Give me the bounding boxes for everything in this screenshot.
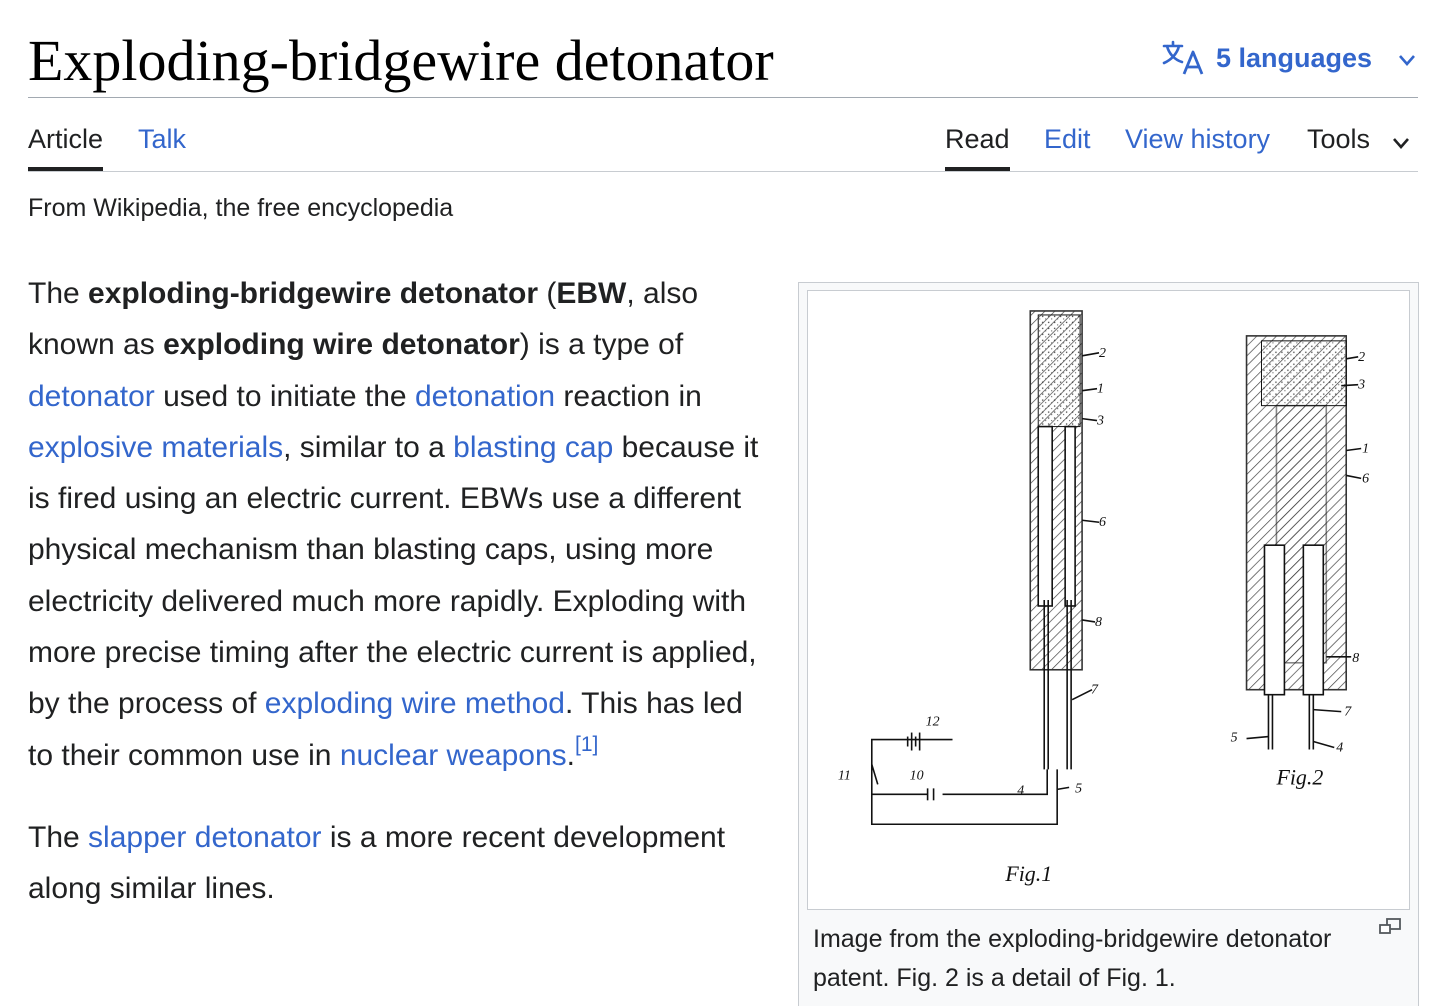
enlarge-icon[interactable] — [1378, 917, 1402, 937]
link-blasting-cap[interactable]: blasting cap — [453, 430, 614, 464]
languages-label: 5 languages — [1215, 42, 1372, 73]
text: ( — [538, 277, 557, 310]
svg-text:5: 5 — [1075, 781, 1082, 796]
second-paragraph: The slapper detonator is a more recent d… — [28, 812, 768, 915]
chevron-down-icon — [1396, 47, 1418, 69]
tab-view-history[interactable]: View history — [1125, 124, 1271, 154]
svg-text:8: 8 — [1095, 615, 1102, 630]
site-tagline: From Wikipedia, the free encyclopedia — [28, 194, 454, 222]
tools-menu[interactable]: Tools — [1307, 122, 1412, 156]
svg-text:Fig.1: Fig.1 — [1004, 861, 1052, 886]
languages-button[interactable]: 5 languages — [1162, 40, 1418, 76]
text: . This has led to their common use in — [28, 687, 743, 772]
link-detonation[interactable]: detonation — [414, 379, 556, 413]
svg-text:6: 6 — [1099, 515, 1106, 530]
page-title: Exploding-bridgewire detonator — [28, 28, 774, 93]
bold-term: exploding wire detonator — [163, 328, 520, 362]
text: The — [28, 277, 89, 310]
svg-text:12: 12 — [926, 715, 940, 730]
figure-2-numbers: 2 3 1 6 8 7 5 4 Fig.2 — [1231, 350, 1370, 790]
tab-edit[interactable]: Edit — [1044, 124, 1091, 154]
link-nuclear-weapons[interactable]: nuclear weapons — [339, 738, 567, 772]
text: , also known as — [28, 277, 699, 362]
page-tabs: Article Talk Read Edit View history Tool… — [28, 98, 1418, 172]
svg-text:2: 2 — [1099, 346, 1106, 361]
translate-icon — [1162, 40, 1206, 76]
tools-label: Tools — [1307, 124, 1371, 154]
figure-caption: Image from the exploding-bridgewire deto… — [813, 925, 1332, 992]
tab-talk[interactable]: Talk — [138, 124, 187, 154]
reference-link[interactable]: [1] — [574, 732, 599, 756]
text: . — [566, 738, 575, 772]
patent-drawing: 2 1 3 6 8 7 12 11 10 4 5 Fig.1 — [838, 310, 1370, 886]
svg-text:1: 1 — [1362, 441, 1369, 456]
svg-text:1: 1 — [1097, 382, 1104, 397]
text: reaction in — [555, 379, 702, 413]
tab-read[interactable]: Read — [945, 124, 1010, 171]
svg-text:2: 2 — [1358, 350, 1365, 365]
bold-term: exploding-bridgewire detonator — [88, 277, 539, 310]
svg-text:5: 5 — [1231, 731, 1238, 746]
text: because it is fired using an electric cu… — [28, 430, 759, 721]
title-bar: Exploding-bridgewire detonator 5 languag… — [28, 22, 1418, 98]
svg-text:3: 3 — [1096, 414, 1104, 429]
tab-article[interactable]: Article — [28, 124, 104, 171]
svg-text:6: 6 — [1362, 471, 1369, 486]
svg-text:8: 8 — [1352, 651, 1359, 666]
chevron-down-icon — [1390, 128, 1412, 150]
article-body: The exploding-bridgewire detonator (EBW,… — [28, 268, 768, 915]
text: is a more recent development along simil… — [28, 820, 726, 906]
text: ) is a type of — [519, 328, 684, 362]
link-explosive-materials[interactable]: explosive materials — [28, 430, 284, 464]
patent-figure-image[interactable]: 2 1 3 6 8 7 12 11 10 4 5 Fig.1 — [807, 290, 1410, 910]
bold-term: EBW — [556, 277, 627, 310]
text: , similar to a — [283, 430, 454, 464]
link-detonator[interactable]: detonator — [28, 379, 155, 413]
svg-text:10: 10 — [910, 768, 924, 783]
svg-text:4: 4 — [1336, 740, 1343, 755]
figure-1 — [870, 310, 1100, 826]
svg-text:3: 3 — [1357, 378, 1365, 393]
figure-2 — [1245, 335, 1362, 750]
svg-text:7: 7 — [1091, 683, 1099, 698]
link-slapper-detonator[interactable]: slapper detonator — [88, 820, 322, 854]
text: The — [28, 820, 89, 854]
svg-text:11: 11 — [838, 768, 851, 783]
svg-text:7: 7 — [1344, 705, 1352, 720]
figure-1-numbers: 2 1 3 6 8 7 12 11 10 4 5 Fig.1 — [838, 346, 1106, 886]
svg-text:4: 4 — [1017, 783, 1024, 798]
text: used to initiate the — [154, 379, 415, 413]
intro-paragraph: The exploding-bridgewire detonator (EBW,… — [28, 268, 768, 781]
svg-text:Fig.2: Fig.2 — [1275, 764, 1323, 789]
link-exploding-wire-method[interactable]: exploding wire method — [264, 687, 565, 721]
infobox-figure: 2 1 3 6 8 7 12 11 10 4 5 Fig.1 — [798, 282, 1419, 1006]
